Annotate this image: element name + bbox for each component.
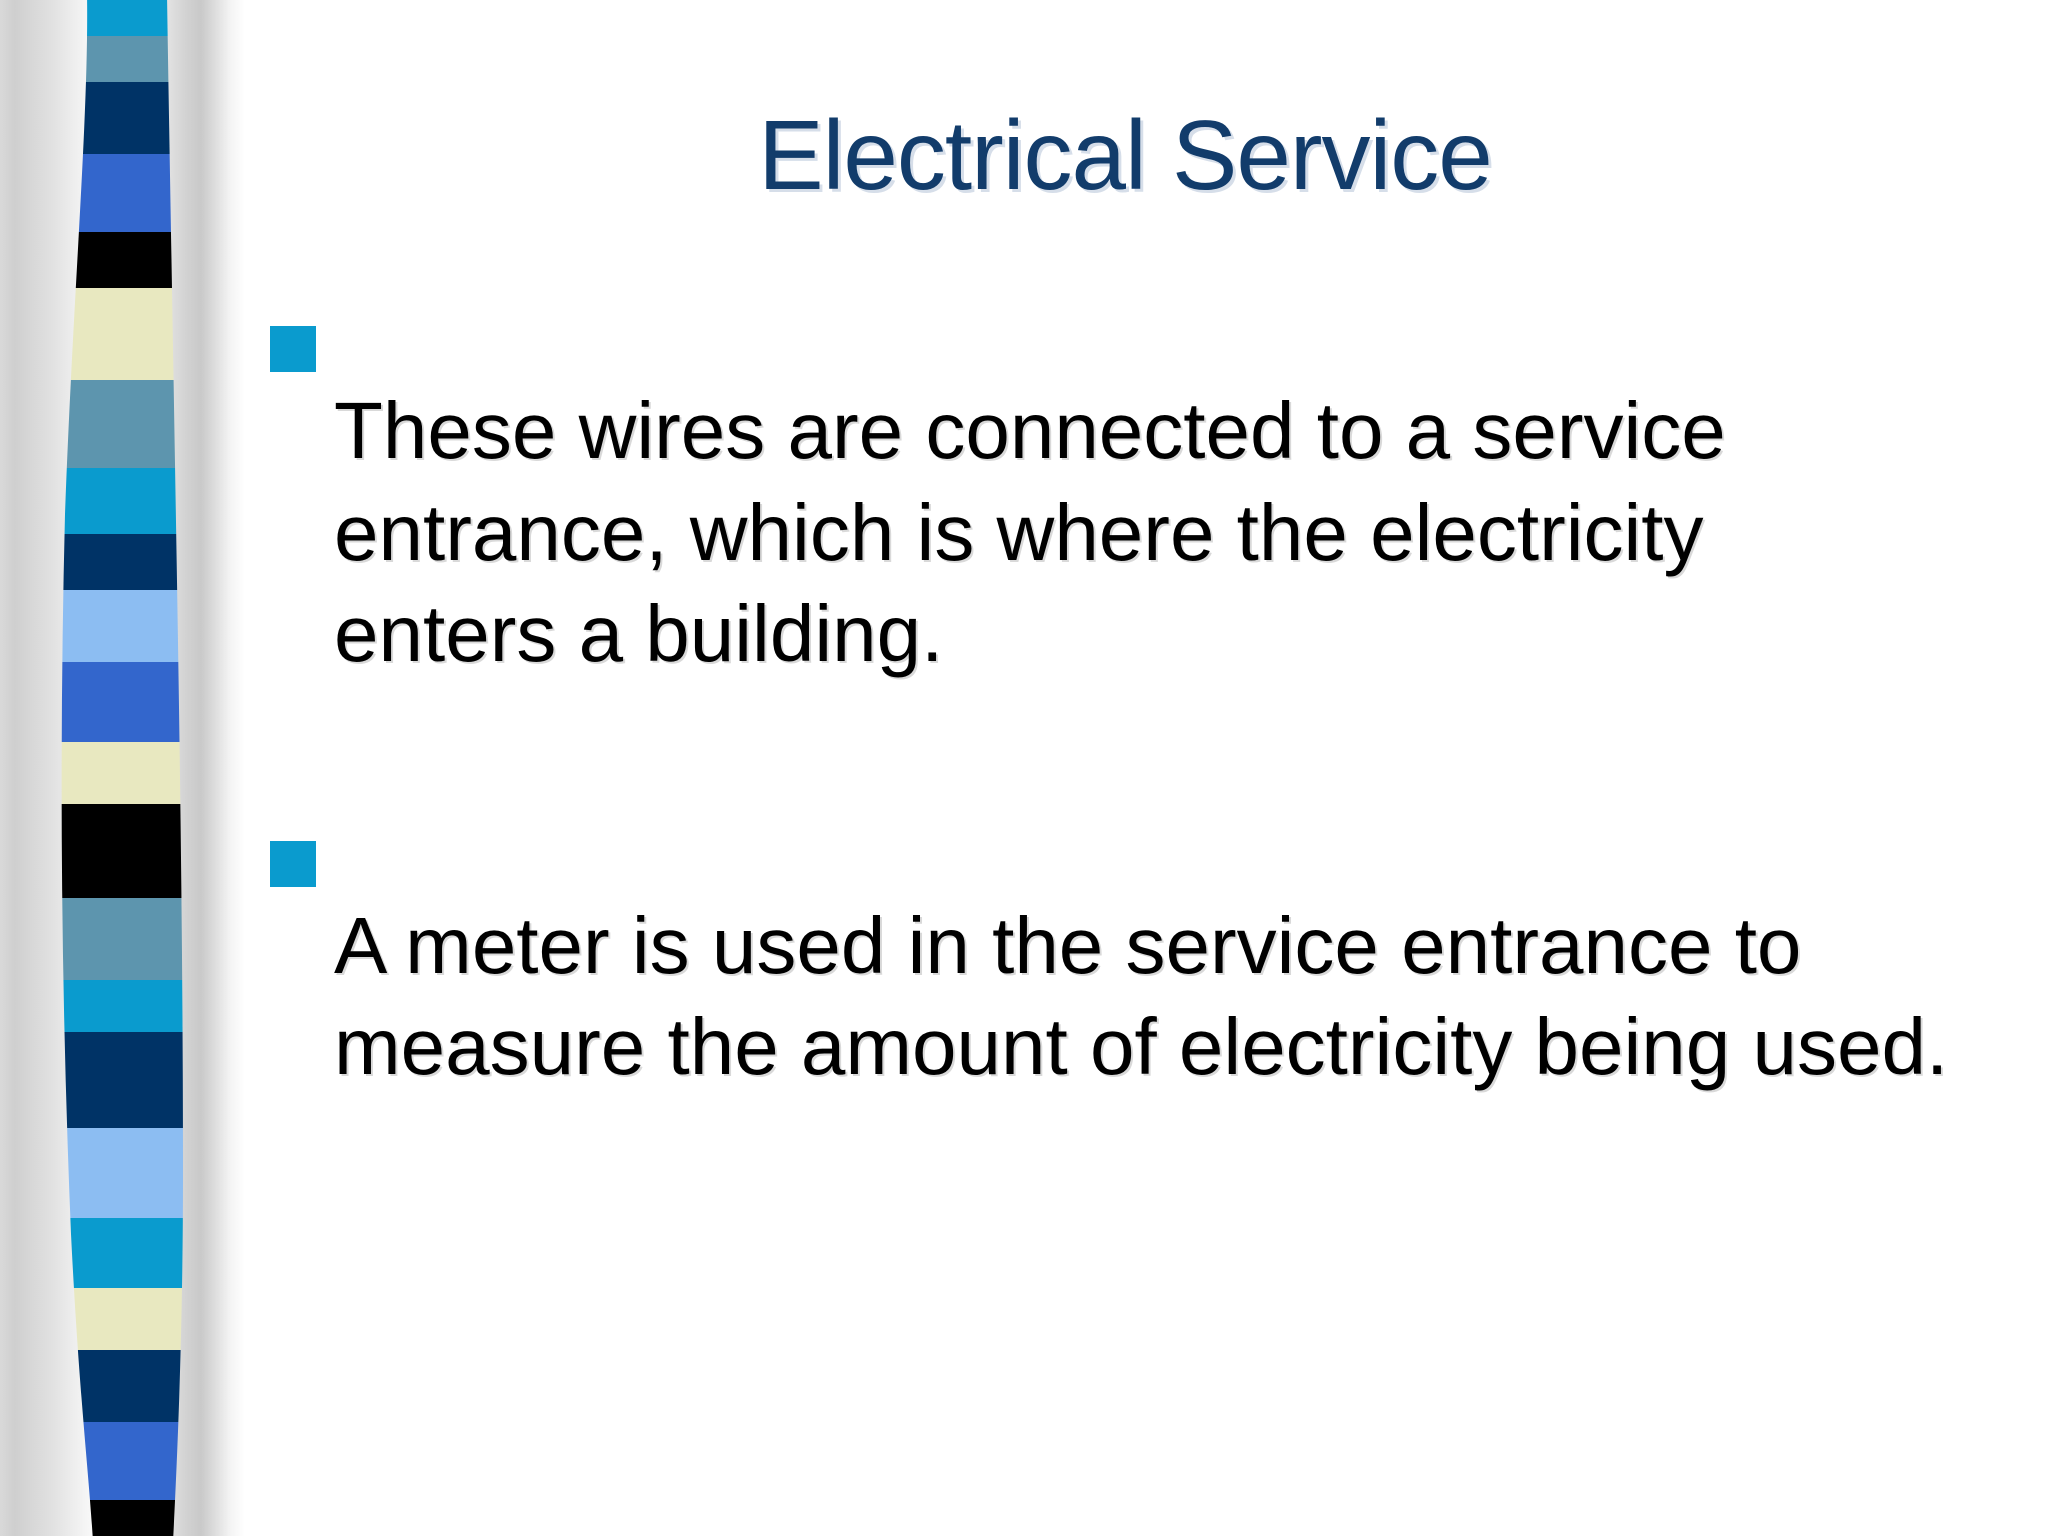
- slide-title: Electrical Service: [758, 99, 1493, 210]
- bullet-text: A meter is used in the service entrance …: [334, 900, 1949, 1092]
- bullet-text: These wires are connected to a service e…: [334, 386, 1726, 679]
- decorative-left-band: [0, 0, 245, 1536]
- slide-body: These wires are connected to a service e…: [270, 300, 2010, 1228]
- striped-ribbon: [55, 0, 185, 1536]
- square-bullet-icon: [270, 326, 316, 372]
- bullet-item: These wires are connected to a service e…: [270, 300, 2010, 765]
- bullet-item: A meter is used in the service entrance …: [270, 815, 2010, 1178]
- square-bullet-icon: [270, 840, 316, 887]
